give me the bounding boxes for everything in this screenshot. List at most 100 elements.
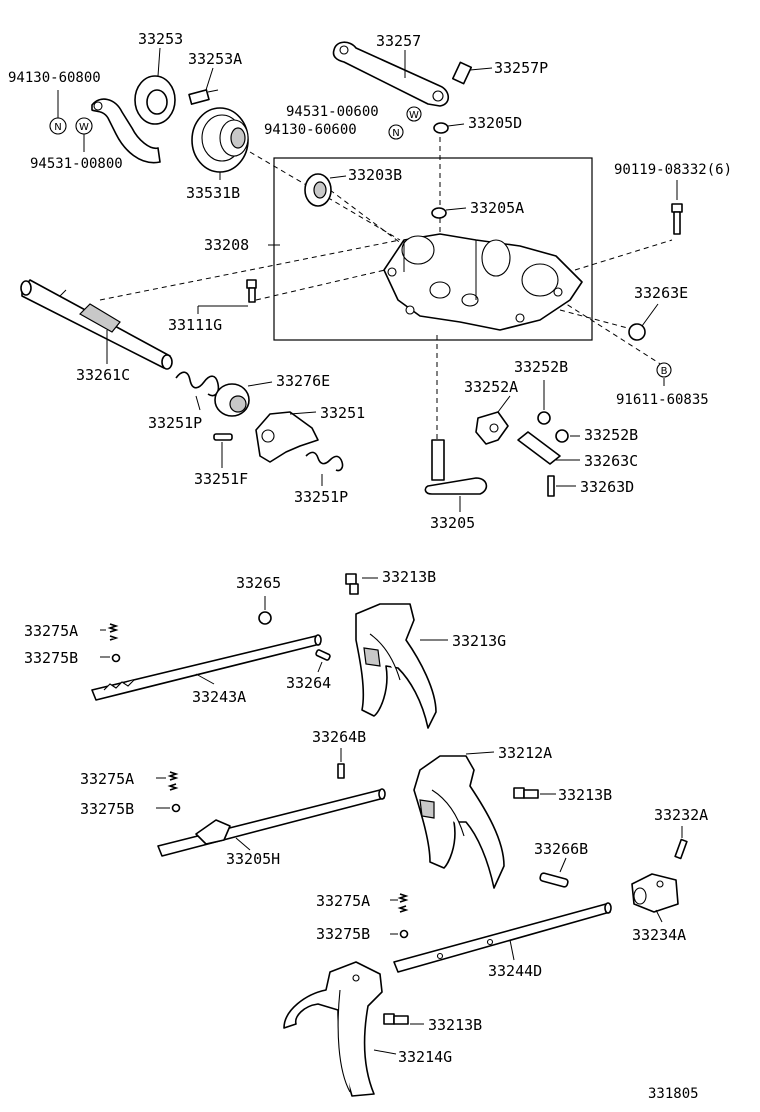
nut-symbol-left: N — [49, 117, 67, 135]
part-33214G-fork[interactable] — [283, 961, 383, 1097]
part-33264B-pin[interactable] — [337, 763, 345, 779]
label-94531-00800: 94531-00800 — [30, 156, 123, 172]
part-33243A-rod[interactable] — [91, 634, 322, 701]
label-33276E: 33276E — [276, 372, 330, 390]
part-90119-bolt[interactable] — [671, 203, 683, 235]
label-33213G: 33213G — [452, 632, 506, 650]
label-33203B: 33203B — [348, 166, 402, 184]
svg-text:N: N — [54, 122, 61, 133]
part-33205H-rod[interactable] — [157, 788, 386, 857]
part-33252B-washer-a[interactable] — [537, 411, 551, 425]
part-33208-housing[interactable] — [383, 233, 583, 331]
part-33203B-seal[interactable] — [304, 173, 332, 207]
part-33205-lever[interactable] — [424, 439, 488, 495]
part-33257P-pin[interactable] — [451, 61, 473, 85]
part-33251F-pin[interactable] — [213, 433, 233, 441]
part-33275A-spring-b[interactable] — [167, 771, 179, 791]
label-33205H: 33205H — [226, 850, 280, 868]
part-33205A-bushing[interactable] — [431, 207, 447, 219]
label-94531-00600: 94531-00600 — [286, 104, 379, 120]
label-33253: 33253 — [138, 30, 183, 48]
label-33232A: 33232A — [654, 806, 708, 824]
part-33266B-pin[interactable] — [539, 872, 569, 888]
part-33251-head[interactable] — [255, 411, 319, 463]
svg-text:W: W — [409, 110, 419, 121]
label-33263C: 33263C — [584, 452, 638, 470]
label-33252B-upper: 33252B — [514, 358, 568, 376]
label-33264: 33264 — [286, 674, 331, 692]
label-33205: 33205 — [430, 514, 475, 532]
part-33251P-spring-lower[interactable] — [305, 451, 344, 472]
part-33252A-plate[interactable] — [475, 411, 509, 445]
label-33214G: 33214G — [398, 1048, 452, 1066]
label-33263D: 33263D — [580, 478, 634, 496]
part-33276E-collar[interactable] — [214, 383, 250, 417]
label-33266B: 33266B — [534, 840, 588, 858]
part-33234A-block[interactable] — [631, 873, 679, 913]
label-33213B-top: 33213B — [382, 568, 436, 586]
washer-symbol-mid: W — [406, 106, 422, 122]
part-33232A-pin[interactable] — [674, 838, 688, 860]
label-33275B-b: 33275B — [80, 800, 134, 818]
part-33265-ball[interactable] — [258, 611, 272, 625]
label-33257P: 33257P — [494, 59, 548, 77]
part-33253A-bolt[interactable] — [188, 89, 219, 105]
nut-symbol-mid: N — [388, 124, 404, 140]
part-33213G-fork[interactable] — [355, 603, 437, 729]
part-33531B-boot[interactable] — [191, 107, 249, 173]
label-33275B-a: 33275B — [24, 649, 78, 667]
part-33205D-washer[interactable] — [433, 122, 449, 134]
label-94130-60600: 94130-60600 — [264, 122, 357, 138]
label-33251F: 33251F — [194, 470, 248, 488]
part-33212A-fork[interactable] — [413, 755, 505, 889]
label-33251P-lower: 33251P — [294, 488, 348, 506]
part-33252B-washer-b[interactable] — [555, 429, 569, 443]
part-33213B-bolt-top[interactable] — [345, 573, 359, 595]
label-33243A: 33243A — [192, 688, 246, 706]
label-33205A: 33205A — [470, 199, 524, 217]
part-33253-lever[interactable] — [91, 75, 176, 164]
label-33212A: 33212A — [498, 744, 552, 762]
part-33213B-bolt-bottom[interactable] — [383, 1013, 409, 1025]
bolt-symbol-right: B — [656, 362, 672, 378]
part-33251P-spring-upper[interactable] — [175, 371, 220, 397]
leader-lines-lower — [100, 577, 683, 1055]
label-33264B: 33264B — [312, 728, 366, 746]
label-33263E: 33263E — [634, 284, 688, 302]
label-33234A: 33234A — [632, 926, 686, 944]
label-33275B-c: 33275B — [316, 925, 370, 943]
label-33275A-b: 33275A — [80, 770, 134, 788]
label-33252B-lower: 33252B — [584, 426, 638, 444]
part-33213B-bolt-mid[interactable] — [513, 787, 539, 799]
label-33208: 33208 — [204, 236, 249, 254]
label-33275A-a: 33275A — [24, 622, 78, 640]
label-33257: 33257 — [376, 32, 421, 50]
part-33263D-pin[interactable] — [547, 475, 555, 497]
part-33275A-spring-a[interactable] — [107, 623, 119, 641]
diagram-id: 331805 — [648, 1086, 699, 1102]
part-33275B-ball-a[interactable] — [111, 653, 121, 663]
label-33251P-upper: 33251P — [148, 414, 202, 432]
part-33261C-shaft[interactable] — [20, 279, 173, 370]
part-33257-bar[interactable] — [332, 41, 450, 107]
part-33263C-shaft[interactable] — [517, 431, 561, 465]
part-33275A-spring-c[interactable] — [397, 893, 409, 913]
label-33261C: 33261C — [76, 366, 130, 384]
label-33213B-bottom: 33213B — [428, 1016, 482, 1034]
part-33275B-ball-c[interactable] — [399, 929, 409, 939]
leader-lines-upper — [57, 47, 678, 512]
label-33111G: 33111G — [168, 316, 222, 334]
part-33264-pin[interactable] — [315, 649, 331, 661]
svg-text:W: W — [79, 122, 89, 133]
part-labels: 33253 33253A 33257 33257P 94130-60800 94… — [8, 30, 732, 1102]
label-94130-60800: 94130-60800 — [8, 70, 101, 86]
svg-text:B: B — [661, 366, 668, 377]
part-33244D-rod[interactable] — [393, 902, 612, 973]
svg-text:N: N — [392, 128, 399, 139]
label-33244D: 33244D — [488, 962, 542, 980]
part-33275B-ball-b[interactable] — [171, 803, 181, 813]
part-33111G-bolt[interactable] — [246, 279, 257, 303]
label-33531B: 33531B — [186, 184, 240, 202]
label-33265: 33265 — [236, 574, 281, 592]
part-33263E-plug[interactable] — [628, 323, 646, 341]
